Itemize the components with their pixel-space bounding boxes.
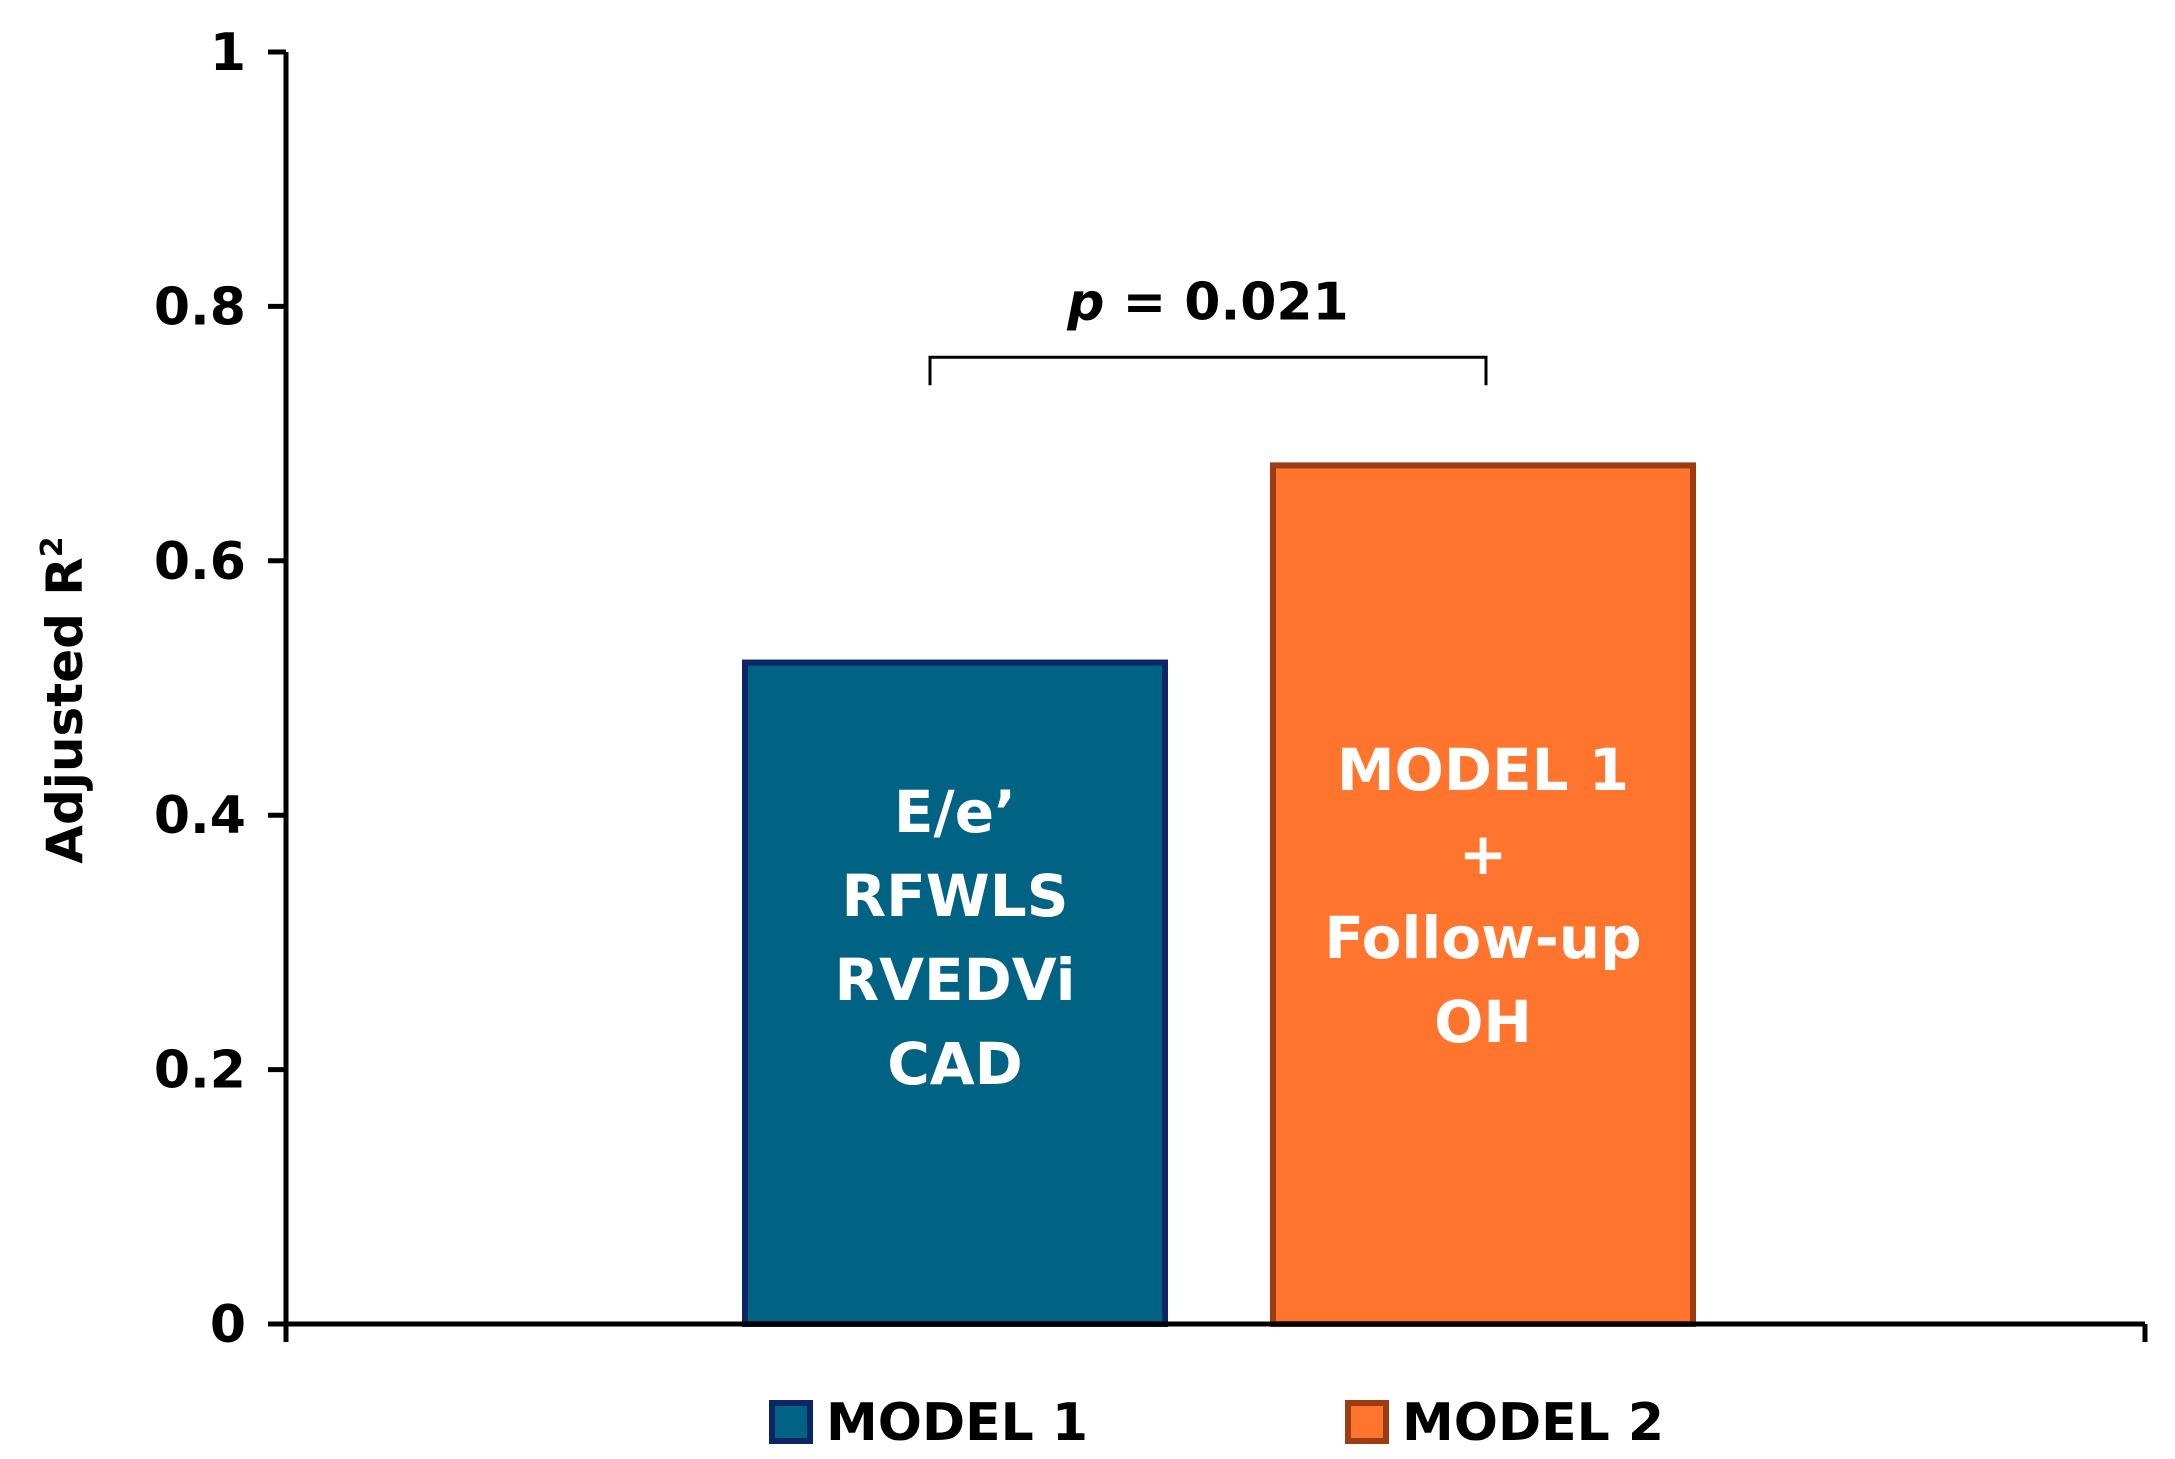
p-value-label: p = 0.021 [1066, 272, 1349, 332]
legend-label-1: MODEL 1 [826, 1393, 1088, 1453]
legend-swatch-1 [769, 1400, 813, 1444]
y-tick-label: 0.8 [154, 277, 246, 337]
y-tick-label: 1 [210, 23, 246, 83]
p-value-symbol: p [1066, 272, 1104, 332]
y-axis-ticks: 0 0.2 0.4 0.6 0.8 1 [154, 23, 286, 1355]
y-axis-label-main: Adjusted R [36, 557, 94, 864]
bars [742, 462, 1696, 1327]
legend-swatch-2 [1345, 1400, 1389, 1444]
bar-2-text-line: OH [1434, 988, 1532, 1056]
y-tick-label: 0.2 [154, 1041, 246, 1101]
significance-bracket [928, 355, 1488, 386]
y-axis-label-superscript: 2 [35, 536, 70, 557]
y-tick-label: 0.6 [154, 532, 246, 592]
bar-2-text-line: + [1459, 820, 1508, 888]
bar-2-text-line: Follow-up [1324, 904, 1641, 972]
bar-1-text-line: RVEDVi [834, 946, 1075, 1014]
p-value-text: = 0.021 [1104, 272, 1348, 332]
legend-label-2: MODEL 2 [1402, 1393, 1664, 1453]
bar-1-text-line: E/e’ [894, 778, 1016, 846]
y-axis-label: Adjusted R2 [35, 536, 94, 863]
legend: MODEL 1 MODEL 2 [769, 1393, 1664, 1453]
bar-1-text-line: CAD [887, 1030, 1023, 1098]
y-tick-label: 0.4 [154, 786, 246, 846]
bar-2 [1270, 462, 1696, 1327]
significance-annotation: p = 0.021 [928, 272, 1488, 386]
y-tick-label: 0 [210, 1295, 246, 1355]
bar-2-text-line: MODEL 1 [1337, 736, 1629, 804]
bar-1-text-line: RFWLS [842, 862, 1069, 930]
